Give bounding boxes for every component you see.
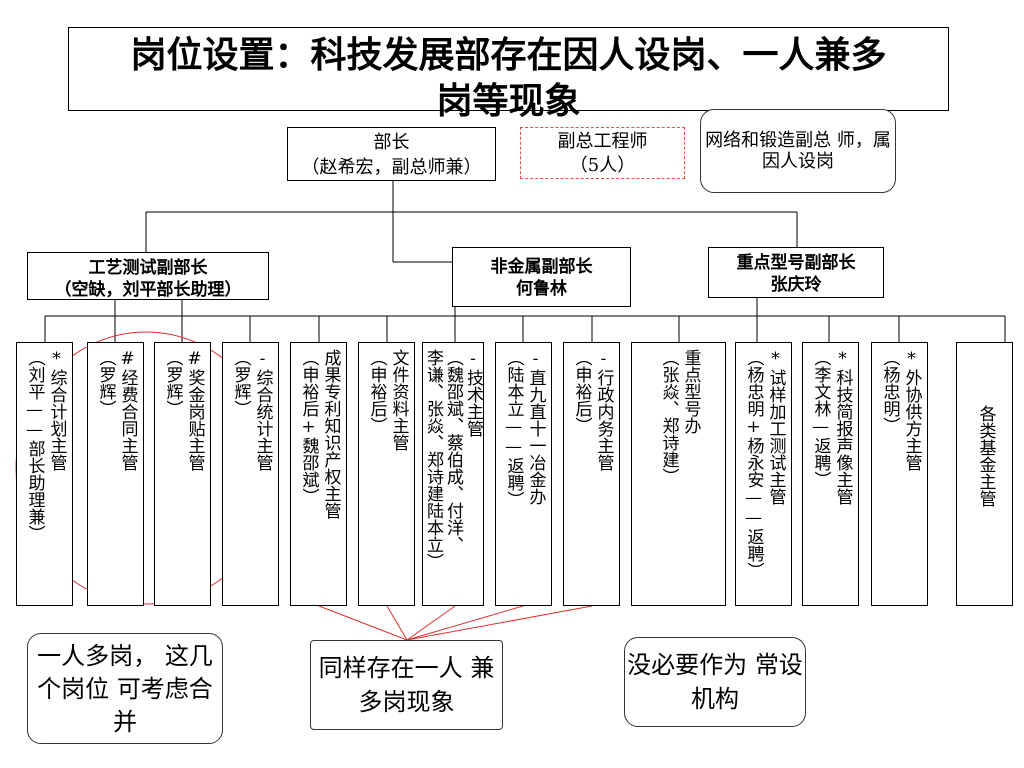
merge-note-line3: 可考虑合并 — [113, 675, 213, 736]
engineer-note-line1: 网络和锻造副总 — [705, 130, 832, 151]
position-holder: （杨忠明） — [879, 349, 900, 434]
chief-box: 部长 （赵希宏，副总师兼） — [287, 127, 496, 181]
merge-note-callout: 一人多岗， 这几个岗位 可考虑合并 — [27, 633, 223, 744]
engineer-count: （5人） — [569, 155, 636, 176]
position-holder: （刘平——部长助理兼） — [24, 349, 45, 542]
position-title: #奖金岗贴主管 — [184, 349, 205, 471]
position-box: 重点型号办 （张焱、郑诗建） — [631, 342, 726, 606]
position-title: *科技简报声像主管 — [832, 349, 853, 505]
position-box: 成果专利知识产权主管 （申裕后+魏邵斌） — [290, 342, 347, 606]
position-holder: （魏邵斌、蔡伯成、付洋、 — [443, 349, 463, 553]
position-box: -行政内务主管 （申裕后） — [563, 342, 620, 606]
position-box: *科技简报声像主管 （李文林—返聘） — [802, 342, 859, 606]
position-holder: （申裕后） — [366, 349, 387, 434]
position-box: #经费合同主管 （罗辉） — [87, 342, 144, 606]
deputy-title: 工艺测试副部长 — [88, 258, 208, 278]
position-title: 文件资料主管 — [388, 349, 409, 451]
merge-note-line2: 这几个岗位 — [37, 642, 213, 703]
position-holder: （陆本立——返聘） — [503, 349, 524, 508]
page-title: 岗位设置：科技发展部存在因人设岗、一人兼多 岗等现象 — [130, 35, 887, 122]
engineer-title: 副总工程师 — [557, 131, 648, 152]
position-holder: （罗辉） — [162, 349, 183, 417]
deputy-box-key-models: 重点型号副部长 张庆玲 — [708, 247, 884, 298]
engineer-note-line2: 师，属因人设岗 — [762, 130, 891, 172]
overlap-note-line2: 兼多岗现象 — [358, 654, 495, 716]
deputy-holder: （空缺，刘平部长助理） — [54, 280, 242, 300]
chief-holder: （赵希宏，副总师兼） — [301, 157, 482, 178]
engineer-note-callout: 网络和锻造副总 师，属因人设岗 — [700, 109, 896, 193]
position-title: -综合统计主管 — [252, 349, 273, 471]
position-title: -直九直十一冶金办 — [525, 349, 546, 505]
position-title: 成果专利知识产权主管 — [320, 349, 341, 519]
deputy-box-process-testing: 工艺测试副部长 （空缺，刘平部长助理） — [27, 252, 269, 300]
title-box — [68, 27, 949, 111]
position-box: 各类基金主管 — [956, 342, 1013, 606]
position-box: *综合计划主管 （刘平——部长助理兼） — [16, 342, 73, 606]
position-box: #奖金岗贴主管 （罗辉） — [154, 342, 211, 606]
position-holder: （申裕后+魏邵斌） — [298, 349, 319, 505]
position-holder: （罗辉） — [230, 349, 251, 417]
position-box: *外协供方主管 （杨忠明） — [871, 342, 928, 606]
deputy-holder: 何鲁林 — [516, 279, 567, 299]
position-holder: （杨忠明+杨永安——返聘） — [743, 349, 764, 579]
overlap-note-callout: 同样存在一人 兼多岗现象 — [310, 640, 503, 730]
position-title: -技术主管 — [463, 349, 483, 437]
position-holder: （申裕后） — [571, 349, 592, 434]
deputy-title: 重点型号副部长 — [736, 253, 856, 273]
position-title: -行政内务主管 — [593, 349, 614, 471]
position-title: 各类基金主管 — [975, 405, 996, 507]
position-title: #经费合同主管 — [117, 349, 138, 471]
position-title: *外协供方主管 — [901, 349, 922, 471]
position-box: -综合统计主管 （罗辉） — [222, 342, 279, 606]
deputy-box-nonmetal: 非金属副部长 何鲁林 — [452, 247, 631, 307]
position-box: 文件资料主管 （申裕后） — [358, 342, 415, 606]
unnecessary-note-callout: 没必要作为 常设机构 — [624, 637, 806, 727]
chief-title: 部长 — [373, 132, 410, 153]
position-box: -直九直十一冶金办 （陆本立——返聘） — [495, 342, 552, 606]
overlap-note-line1: 同样存在一人 — [318, 654, 463, 682]
position-holder: 李谦、张焱、郑诗建陆本立） — [423, 349, 443, 570]
unnecessary-note-line2: 常设机构 — [691, 651, 803, 713]
position-box: *试样加工测试主管 （杨忠明+杨永安——返聘） — [735, 342, 792, 606]
position-holder: （张焱、郑诗建） — [658, 349, 679, 485]
deputy-chief-engineer-box: 副总工程师 （5人） — [520, 127, 685, 179]
deputy-holder: 张庆玲 — [770, 275, 822, 295]
position-title: *试样加工测试主管 — [765, 349, 786, 505]
deputy-title: 非金属副部长 — [490, 257, 593, 277]
position-holder: （罗辉） — [95, 349, 116, 417]
position-box: -技术主管 （魏邵斌、蔡伯成、付洋、 李谦、张焱、郑诗建陆本立） — [422, 342, 484, 606]
position-title: 重点型号办 — [680, 349, 701, 434]
merge-note-line1: 一人多岗， — [37, 642, 158, 670]
position-holder: （李文林—返聘） — [810, 349, 831, 488]
position-title: *综合计划主管 — [46, 349, 67, 471]
unnecessary-note-line1: 没必要作为 — [627, 651, 748, 679]
